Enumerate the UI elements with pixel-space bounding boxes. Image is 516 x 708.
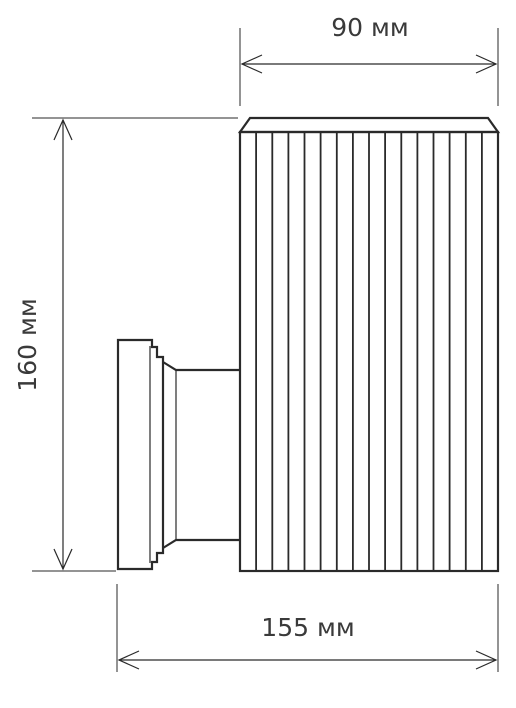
arrowhead-left-top [53, 118, 73, 141]
dimension-top: 90 мм [240, 13, 498, 74]
arm-outline-bottom [162, 538, 240, 549]
mount-arm [162, 361, 240, 549]
extension-lines [32, 28, 499, 672]
wall-mount-plate [116, 338, 165, 571]
arrowhead-top-left [240, 54, 263, 74]
dim-label-left: 160 мм [13, 298, 42, 391]
dim-label-bottom: 155 мм [261, 613, 354, 642]
arrowhead-bottom-right [475, 650, 498, 670]
arm-outline [162, 361, 240, 372]
dimension-bottom: 155 мм [117, 613, 498, 670]
arrowhead-bottom-left [117, 650, 140, 670]
dim-label-top: 90 мм [331, 13, 408, 42]
lamp-body [237, 116, 501, 573]
mount-plate-outline [116, 338, 165, 571]
dimension-left: 160 мм [13, 118, 73, 571]
arrowhead-top-right [475, 54, 498, 74]
arrowhead-left-bottom [53, 548, 73, 571]
lamp-ribs [255, 132, 483, 571]
lamp-top-cap [237, 116, 501, 134]
